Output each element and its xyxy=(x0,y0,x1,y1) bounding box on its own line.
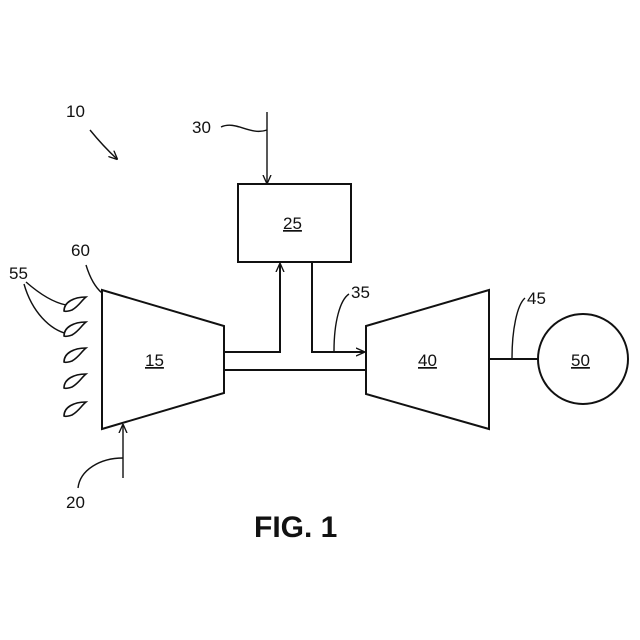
leader-airfoils-55-b xyxy=(24,284,68,334)
label-combustor-25: 25 xyxy=(283,214,302,233)
label-inlet-air-20: 20 xyxy=(66,493,85,512)
leader-compressor-inlet-60 xyxy=(86,265,102,293)
leader-airfoils-55-a xyxy=(26,282,66,305)
airfoil-blade-4 xyxy=(64,374,86,388)
label-fuel-30: 30 xyxy=(192,118,211,137)
airfoil-blades xyxy=(64,297,86,416)
leader-system-10 xyxy=(90,130,117,159)
label-compressor-inlet-60: 60 xyxy=(71,241,90,260)
label-shaft-45: 45 xyxy=(527,289,546,308)
leader-fuel-30 xyxy=(221,125,267,131)
leader-shaft-45 xyxy=(512,298,525,358)
label-load-50: 50 xyxy=(571,351,590,370)
label-system-10: 10 xyxy=(66,102,85,121)
air-to-combustor-line xyxy=(224,264,280,352)
airfoil-blade-2 xyxy=(64,322,86,336)
label-compressor-15: 15 xyxy=(145,351,164,370)
airfoil-blade-5 xyxy=(64,402,86,416)
leader-combustion-gas-35 xyxy=(334,294,349,351)
label-combustion-gas-35: 35 xyxy=(351,283,370,302)
figure-caption: FIG. 1 xyxy=(254,511,337,544)
airfoil-blade-3 xyxy=(64,348,86,362)
combustor-to-turbine-line xyxy=(312,262,364,352)
label-airfoils-55: 55 xyxy=(9,264,28,283)
label-turbine-40: 40 xyxy=(418,351,437,370)
airfoil-blade-1 xyxy=(64,297,86,311)
leader-inlet-air-20 xyxy=(78,458,123,488)
